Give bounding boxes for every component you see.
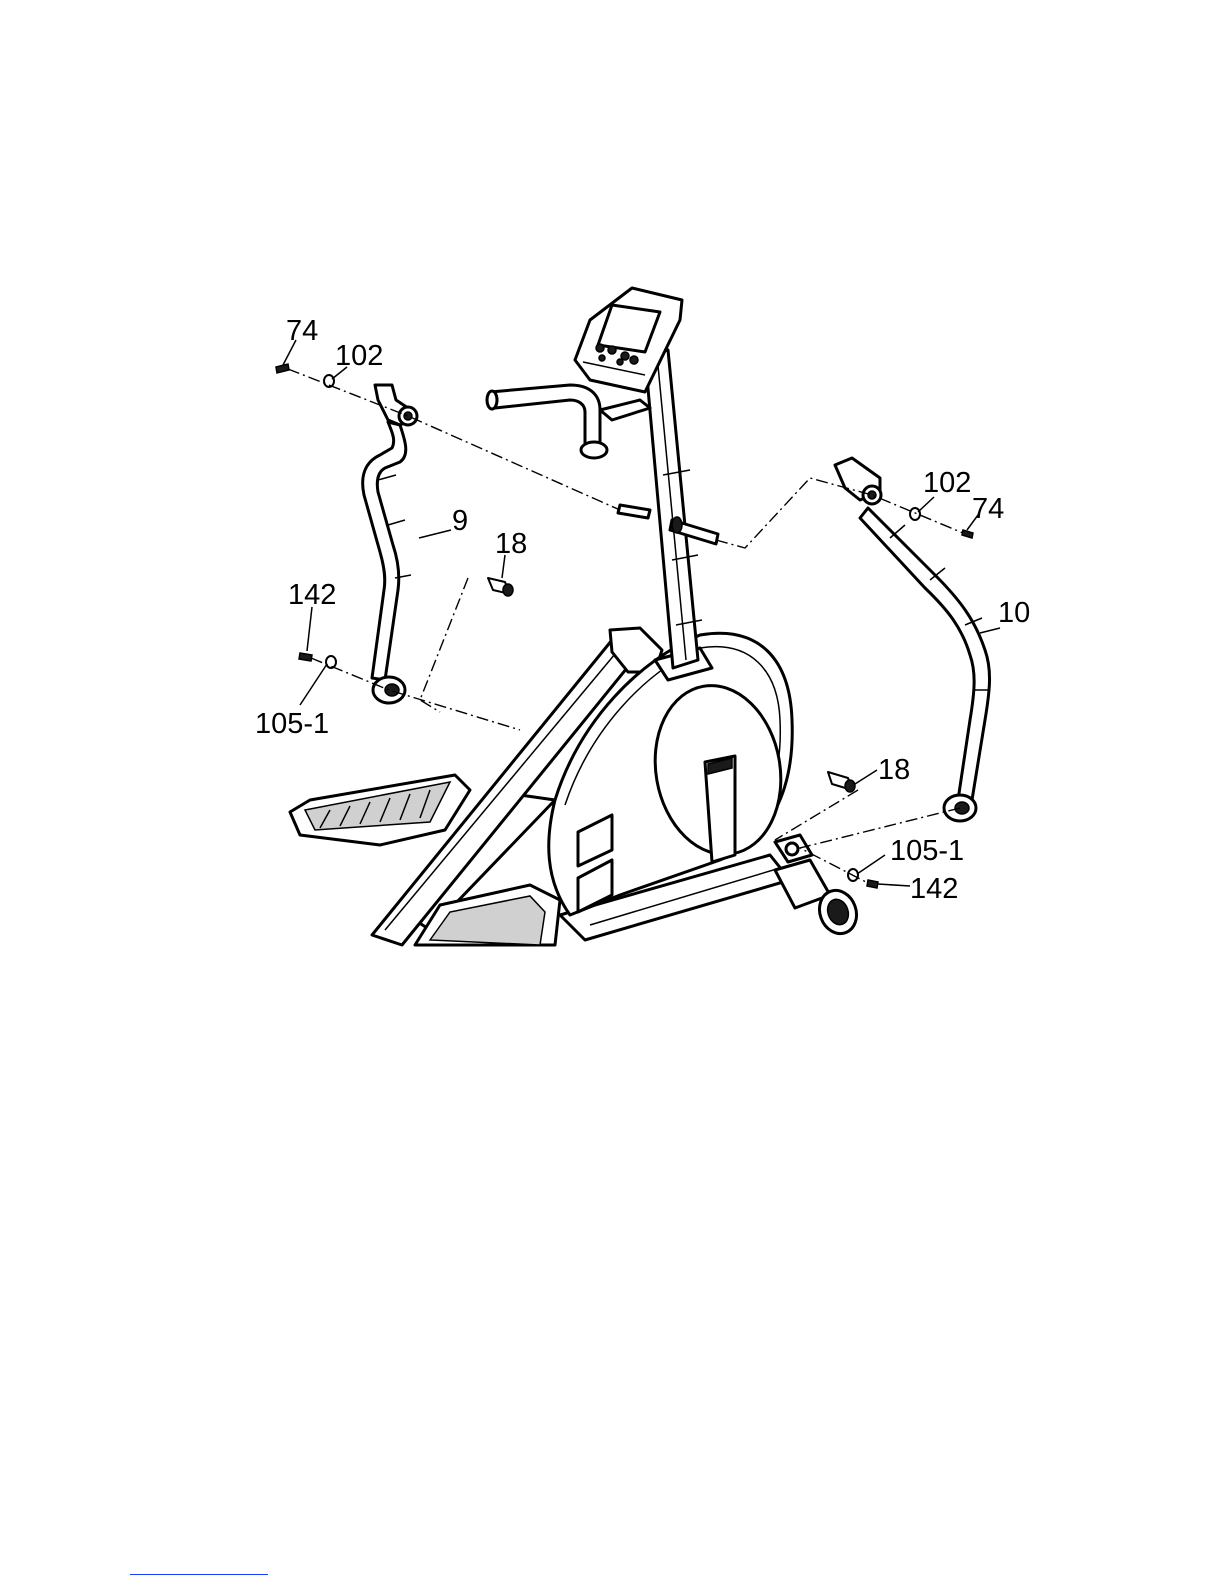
console-mast <box>645 350 702 668</box>
callout-102-right: 102 <box>923 467 971 499</box>
left-handlebar-arm <box>363 385 417 703</box>
callout-105-1-right: 105-1 <box>890 835 964 867</box>
callout-74-left: 74 <box>286 315 318 347</box>
callout-18-upper: 18 <box>495 528 527 560</box>
callout-18-lower: 18 <box>878 754 910 786</box>
footer-link-underline <box>130 1574 268 1575</box>
callout-10: 10 <box>998 597 1030 629</box>
callout-9: 9 <box>452 505 468 537</box>
callout-102-left: 102 <box>335 340 383 372</box>
callout-142-right: 142 <box>910 873 958 905</box>
callout-74-right: 74 <box>972 493 1004 525</box>
callout-142-left: 142 <box>288 579 336 611</box>
callout-105-1-left: 105-1 <box>255 708 329 740</box>
fixed-handlebar <box>487 385 650 458</box>
